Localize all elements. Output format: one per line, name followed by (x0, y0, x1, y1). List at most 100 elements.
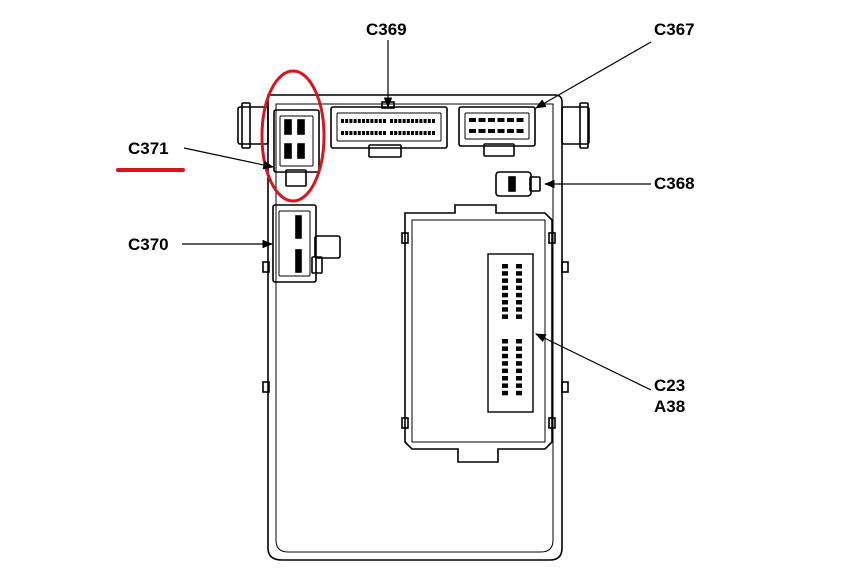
connector-pin (516, 271, 522, 276)
connector-pin (469, 129, 476, 133)
connector-pin (411, 119, 414, 123)
connector-pin (423, 119, 427, 123)
connector-c371 (273, 109, 320, 187)
connector-pin (341, 131, 344, 135)
connector-c370 (272, 204, 341, 283)
connector-pin (357, 131, 361, 135)
leader-c23-a38 (535, 333, 652, 391)
connector-pin (383, 131, 386, 135)
connector-pin (516, 118, 524, 122)
connector-pin (398, 119, 402, 123)
connector-pin (516, 339, 522, 344)
connector-pin (427, 119, 431, 123)
leader-c371 (183, 147, 275, 170)
connector-pin (427, 131, 431, 135)
connector-pin (502, 376, 508, 381)
connector-pin (497, 129, 505, 133)
connector-pin (516, 353, 522, 359)
connector-pin (349, 131, 353, 135)
connector-pin (345, 131, 349, 135)
connector-pin (378, 119, 382, 123)
connector-pin (362, 131, 365, 135)
connector-pin (516, 278, 522, 283)
leader-lines (182, 40, 652, 391)
connector-pin (394, 131, 398, 135)
label-c368: C368 (654, 174, 695, 193)
connector-pin (516, 346, 522, 351)
connector-pin (341, 119, 344, 123)
connector-pin (502, 285, 508, 291)
connector-pin (432, 119, 435, 123)
connector-c367 (458, 106, 536, 157)
connector-pin (502, 271, 508, 276)
connector-pin (469, 118, 476, 122)
connector-pin (406, 131, 410, 135)
connector-pin (432, 131, 435, 135)
label-a38: A38 (654, 397, 686, 416)
connector-pin (349, 119, 353, 123)
connector-pin (502, 278, 508, 283)
connector-pin (507, 118, 514, 122)
c371-highlight-ellipse (260, 69, 326, 203)
label-c369: C369 (366, 20, 407, 39)
connector-pin (502, 353, 508, 359)
connector-pin (345, 119, 349, 123)
connector-pin (419, 119, 423, 123)
connector-pin (378, 131, 382, 135)
connector-pin (516, 314, 522, 319)
connector-c368 (495, 171, 541, 197)
connector-pin (374, 131, 378, 135)
connector-c369 (330, 101, 448, 158)
connector-pin (516, 292, 522, 298)
connector-pin (516, 361, 522, 366)
connector-pin (507, 129, 514, 133)
connector-pin (502, 339, 508, 344)
connector-pin (423, 131, 427, 135)
connector-pin (502, 346, 508, 351)
connector-pin (516, 390, 522, 396)
connector-pin (398, 131, 402, 135)
connector-pin (419, 131, 423, 135)
connector-pin (353, 131, 357, 135)
label-c371: C371 (128, 139, 169, 158)
connector-pin (488, 129, 495, 133)
label-c367: C367 (654, 20, 695, 39)
connector-pin (362, 119, 365, 123)
connector-pin (390, 119, 393, 123)
label-c23: C23 (654, 376, 686, 395)
connector-pin (478, 118, 486, 122)
connector-pin (370, 131, 374, 135)
label-c370: C370 (128, 235, 169, 254)
connector-pin (402, 119, 406, 123)
connector-pin (502, 368, 508, 374)
connector-pin (502, 292, 508, 298)
connector-pin (516, 307, 522, 312)
connector-pin (357, 119, 361, 123)
connector-pin (502, 307, 508, 312)
connector-pin (516, 368, 522, 374)
connector-pin (394, 119, 398, 123)
connector-pin (516, 376, 522, 381)
connector-pin (488, 118, 495, 122)
connector-pin (516, 300, 522, 305)
connector-pin (502, 264, 508, 269)
connector-pin (502, 300, 508, 305)
connector-pin (406, 119, 410, 123)
connector-pin (502, 361, 508, 366)
connector-pin (370, 119, 374, 123)
connector-pin (383, 119, 386, 123)
connector-pin (402, 131, 406, 135)
module-c23-a38 (401, 204, 556, 463)
module-housing (237, 94, 590, 561)
connector-pin (353, 119, 357, 123)
connector-pin (516, 264, 522, 269)
connector-pin (478, 129, 486, 133)
connector-pin (390, 131, 393, 135)
connector-pin (415, 131, 419, 135)
connector-pin (374, 119, 378, 123)
leader-c367 (535, 41, 652, 109)
connector-pin (415, 119, 419, 123)
connector-pin (516, 383, 522, 388)
